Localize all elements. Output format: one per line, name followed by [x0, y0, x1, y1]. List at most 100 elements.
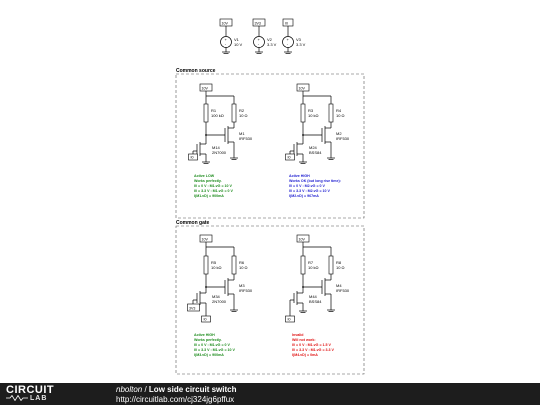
cs-left-note-0: Active LOW [194, 174, 215, 178]
svg-text:+: + [225, 37, 228, 42]
cg-right-note-4: I(M4.vD) = 0mA [292, 353, 318, 357]
logo-lab-text: LAB [30, 395, 48, 402]
source-v1: 10V + - V1 10 V [219, 18, 243, 54]
cs-right-note-2: I0 = 0 V : M2.vG = 0 V [289, 184, 326, 188]
cs-left-m1-ref: M1 [239, 131, 245, 136]
cs-right-note-3: I0 = 3.3 V : M2.vG = 10 V [289, 189, 331, 193]
source-v2-value: 3.3 V [267, 42, 277, 47]
cs-right-q-ref: M24 [309, 145, 318, 150]
cs-left-input: I0 [191, 156, 194, 160]
cs-right-circuit: 10V R3 10 kΩ R4 10 Ω M2 IRF530 I [285, 83, 350, 198]
circuit-title[interactable]: Low side circuit switch [148, 385, 237, 394]
cs-right-m1-val: IRF530 [336, 136, 350, 141]
cg-left-note-1: Works perfectly. [194, 338, 222, 342]
cg-right-note-0: Invalid [292, 333, 303, 337]
cg-right-m1-val: IRF530 [336, 288, 350, 293]
cg-right-circuit: 10V R7 10 kΩ R8 10 Ω M4 IRF530 I [285, 234, 350, 357]
source-v3: I0 + - V3 3.3 V [282, 18, 306, 54]
cs-left-supply: 10V [202, 87, 209, 91]
author-name[interactable]: nbolton [116, 385, 143, 394]
cg-right-r1-ref: R7 [308, 260, 314, 265]
svg-text:+: + [258, 37, 261, 42]
cg-left-note-4: I(M3.vD) = 900mA [194, 353, 224, 357]
circuit-url[interactable]: http://circuitlab.com/cj324jg6pffux [116, 395, 235, 404]
cg-left-note-3: I0 = 3.3 V : M1.vG = 10 V [194, 348, 236, 352]
cs-right-input: I0 [288, 156, 291, 160]
cs-left-m1-val: IRF530 [239, 136, 253, 141]
author-separator: / [142, 385, 149, 394]
cs-left-note-2: I0 = 0 V : M1.vG = 10 V [194, 184, 233, 188]
schematic-canvas: 10V + - V1 10 V 3V3 + - V2 3.3 V I0 + - … [175, 18, 365, 375]
cg-right-r2-ref: R8 [336, 260, 342, 265]
cs-right-note-4: I(M2.vD) = 967mA [289, 194, 319, 198]
cs-left-note-4: I(M1.vD) = 900mA [194, 194, 224, 198]
cg-left-note-0: Active HIGH [194, 333, 215, 337]
cg-left-r2-val: 10 Ω [239, 265, 248, 270]
source-v3-value: 3.3 V [296, 42, 306, 47]
cs-left-note-1: Works perfectly. [194, 179, 222, 183]
source-v3-ref: V3 [296, 37, 302, 42]
cg-right-input: I0 [288, 318, 291, 322]
logo-waveform-icon [6, 394, 28, 402]
cg-right-r1-val: 10 kΩ [308, 265, 319, 270]
cg-right-note-3: I0 = 3.3 V : M1.vG = 3.3 V [292, 348, 335, 352]
cg-right-q-val: BSS84 [309, 299, 322, 304]
footer-bar: CIRCUIT LAB nbolton / Low side circuit s… [0, 383, 540, 405]
cs-right-supply: 10V [299, 87, 306, 91]
cs-right-m1-ref: M2 [336, 131, 342, 136]
source-v1-net: 10V [222, 22, 229, 26]
schematic-svg: 10V + - V1 10 V 3V3 + - V2 3.3 V I0 + - … [175, 18, 365, 375]
cg-left-q-ref: M34 [212, 294, 221, 299]
logo-bottom-text: LAB [6, 394, 48, 403]
section-common-gate-title: Common gate [176, 220, 210, 226]
author-line: nbolton / Low side circuit switch [116, 385, 237, 395]
source-v2-net: 3V3 [255, 22, 261, 26]
circuitlab-logo[interactable]: CIRCUIT LAB [6, 385, 78, 403]
svg-text:-: - [287, 42, 289, 47]
cg-left-gate-net: 3V3 [189, 307, 195, 311]
cs-left-circuit: 10V R1 100 kΩ R2 10 Ω M1 IRF530 [188, 83, 253, 198]
cs-left-r2-val: 10 Ω [239, 113, 248, 118]
cg-right-m1-ref: M4 [336, 283, 342, 288]
cs-right-r1-ref: R3 [308, 108, 314, 113]
cg-left-supply: 10V [202, 238, 209, 242]
cs-right-r1-val: 10 kΩ [308, 113, 319, 118]
cs-right-q-val: BSS84 [309, 150, 322, 155]
cs-left-r2-ref: R2 [239, 108, 245, 113]
cs-right-r2-val: 10 Ω [336, 113, 345, 118]
cg-left-input: I0 [204, 318, 207, 322]
section-common-source-title: Common source [176, 68, 216, 74]
cg-left-r1-ref: R5 [211, 260, 217, 265]
cs-left-r1-val: 100 kΩ [211, 113, 224, 118]
cg-left-m1-ref: M3 [239, 283, 245, 288]
source-v2: 3V3 + - V2 3.3 V [252, 18, 277, 54]
cs-left-q-ref: M14 [212, 145, 221, 150]
cg-left-m1-val: IRF530 [239, 288, 253, 293]
svg-text:-: - [258, 42, 260, 47]
svg-text:-: - [225, 42, 227, 47]
cg-right-note-1: Will not work: [292, 338, 316, 342]
source-v3-net: I0 [285, 22, 288, 26]
cg-right-supply: 10V [299, 238, 306, 242]
cg-right-r2-val: 10 Ω [336, 265, 345, 270]
cg-left-r2-ref: R6 [239, 260, 245, 265]
cs-left-r1-ref: R1 [211, 108, 217, 113]
source-v1-value: 10 V [234, 42, 243, 47]
cg-left-note-2: I0 = 0 V : M1.vG = 0 V [194, 343, 231, 347]
cg-left-r1-val: 10 kΩ [211, 265, 222, 270]
cs-right-note-0: Active HIGH [289, 174, 310, 178]
source-v2-ref: V2 [267, 37, 273, 42]
cg-left-circuit: 10V R5 10 kΩ R6 10 Ω M3 IRF530 3V3 [187, 234, 253, 357]
cg-right-q-ref: M44 [309, 294, 318, 299]
cs-right-r2-ref: R4 [336, 108, 342, 113]
cs-left-q-val: 2N7000 [212, 150, 227, 155]
cg-left-q-val: 2N7000 [212, 299, 227, 304]
section-common-source-box [175, 73, 365, 219]
logo-top-text: CIRCUIT [6, 384, 55, 396]
section-common-gate-box [175, 225, 365, 375]
svg-text:+: + [287, 37, 290, 42]
cs-right-note-1: Works OK (but long rise time): [289, 179, 341, 183]
cs-left-note-3: I0 = 3.3 V : M1.vG = 0 V [194, 189, 234, 193]
cg-right-note-2: I0 = 0 V : M1.vG = 1.5 V [292, 343, 332, 347]
source-v1-ref: V1 [234, 37, 240, 42]
